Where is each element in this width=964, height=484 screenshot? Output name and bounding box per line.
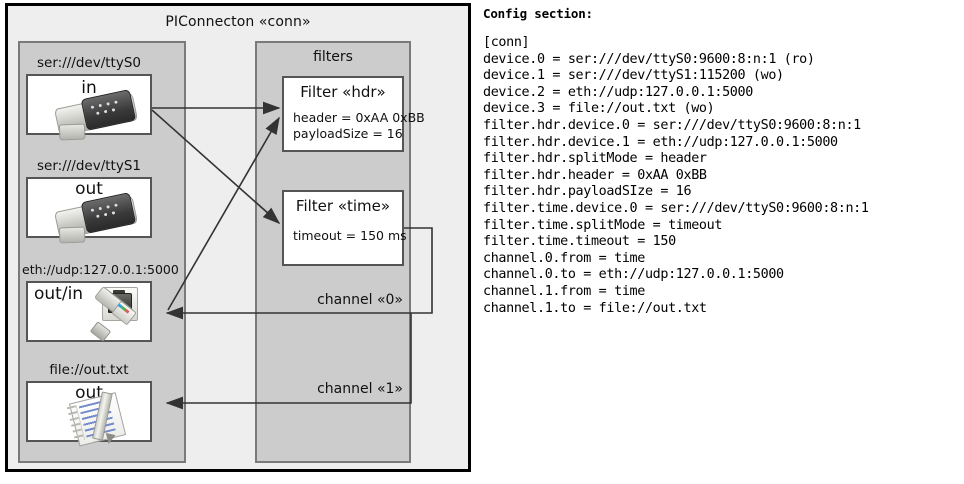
filters-panel-title: filters bbox=[313, 49, 353, 65]
channel-1-label: channel «1» bbox=[317, 381, 403, 397]
device-label-file: file://out.txt bbox=[49, 362, 129, 378]
device-box-file: out bbox=[26, 381, 152, 447]
device-box-eth: out/in bbox=[26, 281, 152, 342]
component-title: PIConnecton «conn» bbox=[165, 14, 311, 30]
device-label-ttys1: ser:///dev/ttyS1 bbox=[37, 158, 141, 174]
filter-title-hdr: Filter «hdr» bbox=[300, 83, 386, 101]
wire-channel-1 bbox=[165, 313, 412, 410]
device-label-ttys0: ser:///dev/ttyS0 bbox=[37, 55, 141, 71]
device-direction-ttys1: out bbox=[75, 179, 103, 199]
device-direction-eth: out/in bbox=[34, 284, 84, 304]
filter-title-time: Filter «time» bbox=[295, 197, 391, 215]
filter-card-time[interactable]: Filter «time» timeout = 150 ms bbox=[282, 190, 407, 266]
filter-prop-hdr-payloadsize: payloadSize = 16 bbox=[293, 126, 403, 141]
wire-eth-to-hdr bbox=[167, 116, 280, 311]
config-heading: Config section: bbox=[483, 6, 593, 21]
device-label-eth: eth://udp:127.0.0.1:5000 bbox=[22, 262, 179, 277]
config-text: [conn] device.0 = ser:///dev/ttyS0:9600:… bbox=[483, 35, 869, 316]
filter-prop-time-timeout: timeout = 150 ms bbox=[293, 228, 407, 243]
wire-ttys0-to-time bbox=[151, 109, 281, 225]
device-box-ttys0: in bbox=[26, 74, 152, 141]
config-section: Config section: [conn] device.0 = ser://… bbox=[483, 6, 959, 317]
filter-prop-hdr-header: header = 0xAA 0xBB bbox=[293, 110, 425, 125]
filter-card-hdr[interactable]: Filter «hdr» header = 0xAA 0xBB payloadS… bbox=[282, 76, 425, 152]
device-box-ttys1: out bbox=[26, 177, 152, 244]
wire-channel-0 bbox=[165, 227, 433, 320]
ethernet-icon bbox=[88, 285, 150, 343]
connector-wires bbox=[151, 101, 433, 410]
device-direction-ttys0: in bbox=[81, 78, 97, 98]
channel-0-label: channel «0» bbox=[317, 292, 403, 308]
